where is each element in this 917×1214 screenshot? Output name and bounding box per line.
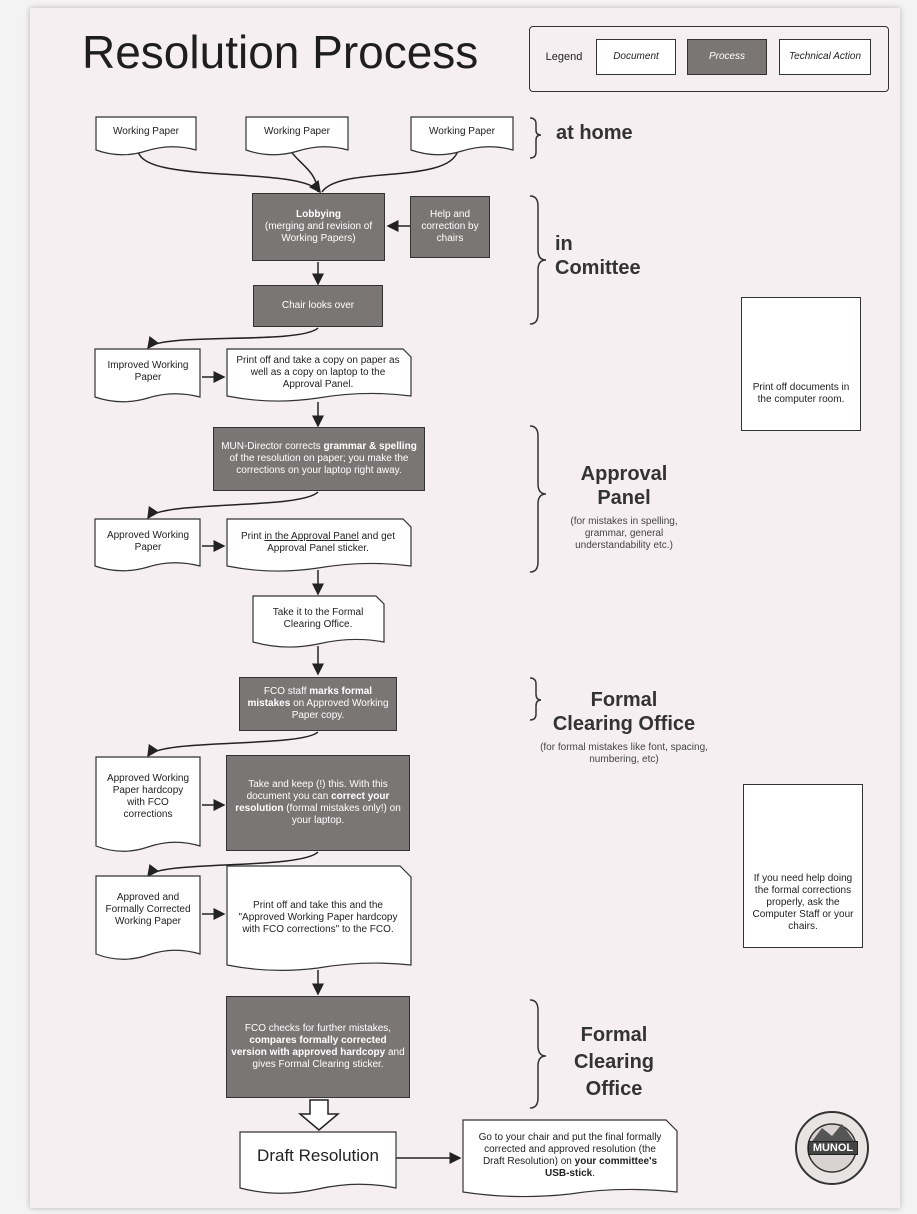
- take-to-fco-text: Take it to the Formal Clearing Office.: [272, 607, 364, 630]
- connector-chair-improved: [147, 327, 319, 350]
- lobbying-bold: Lobbying: [296, 209, 341, 220]
- lobbying-text: (merging and revision of Working Papers): [264, 221, 373, 244]
- brace-fco1: [529, 677, 542, 721]
- legend-document: Document: [596, 39, 676, 75]
- doc-shape-wp1: [95, 116, 197, 156]
- working-paper-1: Working Paper: [113, 126, 179, 137]
- brace-committee: [529, 195, 547, 325]
- working-paper-3: Working Paper: [429, 126, 495, 137]
- take-and-keep-box: Take and keep (!) this. With this docume…: [226, 755, 410, 851]
- legend-process: Process: [687, 39, 767, 75]
- print-approval-panel-text: Print in the Approval Panel and get Appr…: [240, 531, 395, 554]
- working-paper-2: Working Paper: [264, 126, 330, 137]
- improved-working-paper: Improved Working Paper: [107, 360, 189, 383]
- lobbying-box: Lobbying(merging and revision of Working…: [252, 193, 385, 261]
- brace-home: [529, 117, 542, 159]
- doc-shape-formally: [95, 875, 201, 960]
- legend-technical-action: Technical Action: [779, 39, 871, 75]
- hollow-arrow: [297, 1099, 341, 1131]
- fco-staff-box: FCO staff marks formal mistakes on Appro…: [239, 677, 397, 731]
- draft-resolution: Draft Resolution: [257, 1146, 379, 1165]
- fco-1-subtitle: (for formal mistakes like font, spacing,…: [540, 742, 708, 765]
- print-to-fco-text: Print off and take this and the "Approve…: [238, 900, 398, 935]
- section-at-home: at home: [556, 122, 633, 144]
- brace-fco2: [529, 999, 547, 1109]
- connector-wp2: [289, 149, 319, 193]
- legend: Legend Document Process Technical Action: [529, 26, 889, 92]
- help-box: Help and correction by chairs: [410, 196, 490, 258]
- connector-wp3: [321, 149, 459, 193]
- note-print-computer-room: Print off documents in the computer room…: [741, 297, 861, 431]
- mun-director-box: MUN-Director corrects grammar & spelling…: [213, 427, 425, 491]
- note-formal-corrections-help: If you need help doing the formal correc…: [743, 784, 863, 948]
- connector-mun-approved: [147, 491, 319, 520]
- connector-fco-hardcopy: [147, 731, 319, 758]
- note-2-text: If you need help doing the formal correc…: [752, 873, 854, 932]
- doc-shape-approved: [94, 518, 201, 572]
- logo-text: MUNOL: [808, 1141, 858, 1155]
- formally-corrected-working-paper: Approved and Formally Corrected Working …: [105, 892, 191, 927]
- doc-shape-draft: [239, 1131, 397, 1194]
- doc-shape-improved: [94, 348, 201, 403]
- print-copy-text: Print off and take a copy on paper as we…: [236, 355, 400, 390]
- page-title: Resolution Process: [82, 26, 479, 78]
- doc-shape-print-fco: [226, 865, 412, 971]
- doc-shape-print: [226, 348, 412, 402]
- fco-checks-box: FCO checks for further mistakes, compare…: [226, 996, 410, 1098]
- note-1-text: Print off documents in the computer room…: [752, 382, 850, 405]
- connector-take-formally: [147, 851, 319, 878]
- hardcopy-with-fco-corrections: Approved Working Paper hardcopy with FCO…: [106, 773, 190, 820]
- approved-working-paper: Approved Working Paper: [106, 530, 190, 553]
- approval-subtitle: (for mistakes in spelling, grammar, gene…: [570, 516, 678, 551]
- final-instruction-text: Go to your chair and put the final forma…: [478, 1132, 662, 1179]
- doc-shape-final: [462, 1119, 678, 1198]
- brace-approval: [529, 425, 547, 573]
- doc-shape-print-approval: [226, 518, 412, 572]
- connector-wp1: [137, 149, 321, 194]
- chair-looks-over-box: Chair looks over: [253, 285, 383, 327]
- doc-shape-take: [252, 595, 385, 648]
- doc-shape-wp3: [410, 116, 514, 156]
- doc-shape-wp2: [245, 116, 349, 156]
- doc-shape-hardcopy: [95, 756, 201, 852]
- legend-label: Legend: [545, 51, 583, 63]
